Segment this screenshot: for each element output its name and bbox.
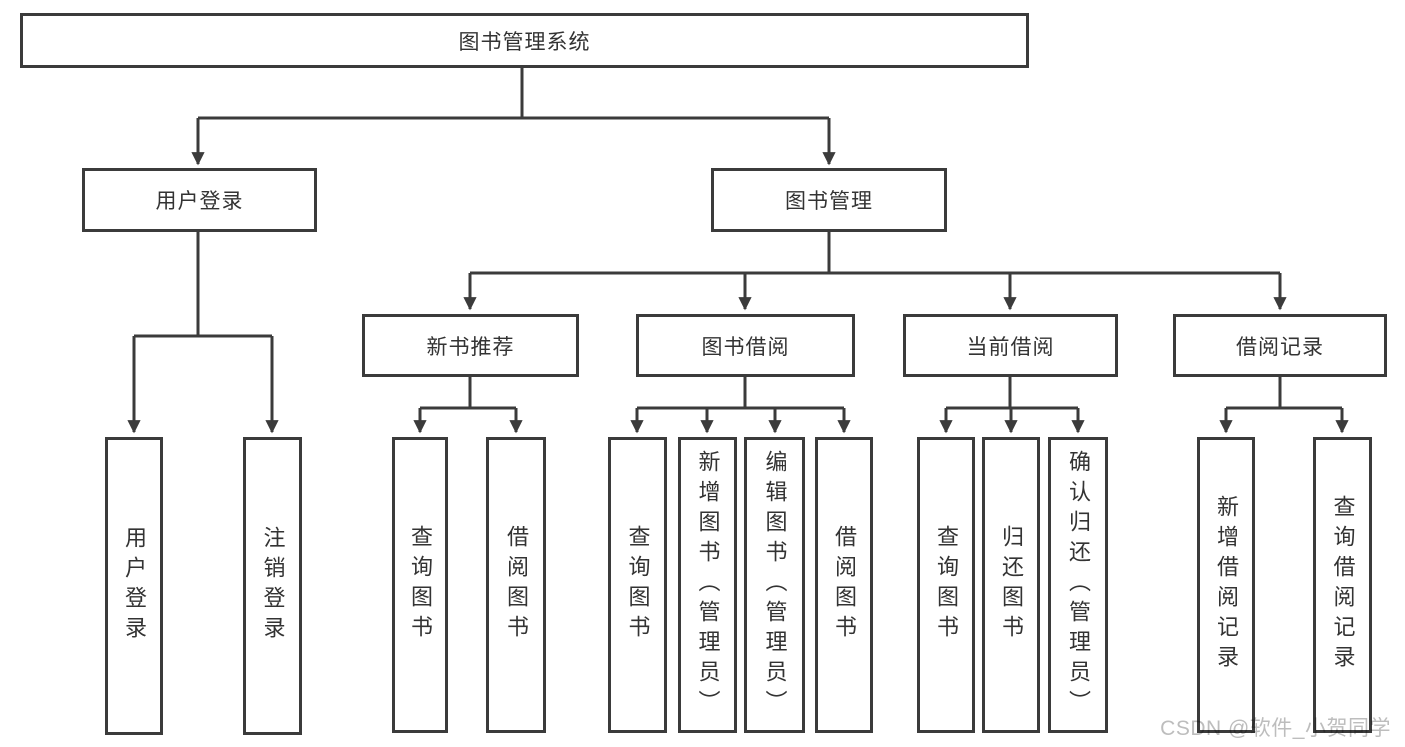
leaf-add-book-admin: 新增图书（管理员） [678, 437, 737, 733]
node-book-borrow: 图书借阅 [636, 314, 855, 377]
leaf-edit-book-admin: 编辑图书（管理员） [744, 437, 805, 733]
csdn-watermark: CSDN @软件_小贺同学 [1160, 717, 1391, 740]
node-user-login: 用户登录 [82, 168, 317, 232]
leaf-confirm-return-admin: 确认归还（管理员） [1048, 437, 1108, 733]
leaf-query-books-borrow: 查询图书 [608, 437, 667, 733]
leaf-query-books-current: 查询图书 [917, 437, 975, 733]
node-new-book-recommend: 新书推荐 [362, 314, 579, 377]
leaf-query-books-recommend: 查询图书 [392, 437, 448, 733]
leaf-query-borrow-record: 查询借阅记录 [1313, 437, 1372, 733]
leaf-return-book: 归还图书 [982, 437, 1040, 733]
node-borrow-records: 借阅记录 [1173, 314, 1387, 377]
leaf-logout: 注销登录 [243, 437, 302, 735]
node-current-borrow: 当前借阅 [903, 314, 1118, 377]
leaf-borrow-books: 借阅图书 [815, 437, 873, 733]
leaf-add-borrow-record: 新增借阅记录 [1197, 437, 1255, 733]
leaf-borrow-books-recommend: 借阅图书 [486, 437, 546, 733]
node-library-management-system: 图书管理系统 [20, 13, 1029, 68]
leaf-user-login: 用户登录 [105, 437, 163, 735]
node-book-management: 图书管理 [711, 168, 947, 232]
